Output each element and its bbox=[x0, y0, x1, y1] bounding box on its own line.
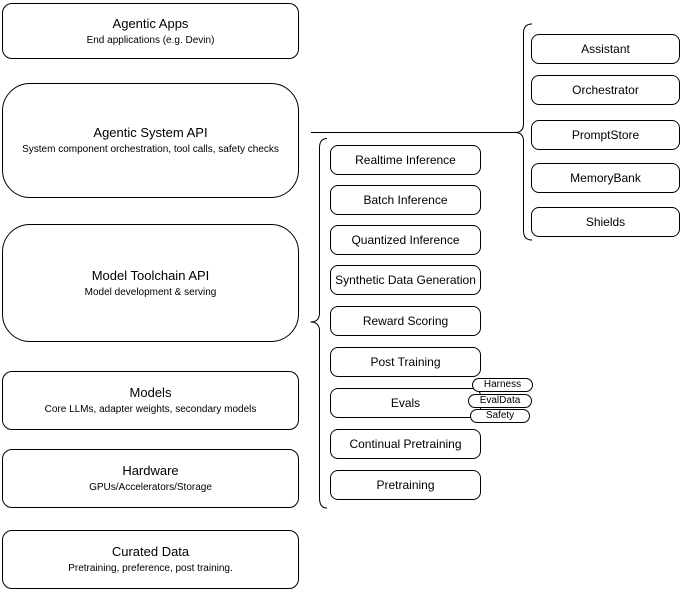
node-reward-scoring: Reward Scoring bbox=[330, 306, 481, 336]
layer-title: Models bbox=[129, 385, 172, 400]
layer-subtitle: GPUs/Accelerators/Storage bbox=[89, 482, 212, 493]
node-batch-inference: Batch Inference bbox=[330, 185, 481, 215]
node-memorybank: MemoryBank bbox=[531, 163, 680, 193]
layer-subtitle: Pretraining, preference, post training. bbox=[68, 563, 233, 574]
layer-title: Agentic System API bbox=[93, 125, 208, 140]
tag-harness: Harness bbox=[472, 378, 533, 392]
node-assistant: Assistant bbox=[531, 34, 680, 64]
tag-safety: Safety bbox=[470, 409, 530, 423]
node-post-training: Post Training bbox=[330, 347, 481, 377]
toolchain-brace bbox=[310, 138, 328, 509]
node-synthetic-data-generation: Synthetic Data Generation bbox=[330, 265, 481, 295]
layer-models: Models Core LLMs, adapter weights, secon… bbox=[2, 371, 299, 430]
layer-subtitle: Model development & serving bbox=[84, 286, 217, 298]
layer-agentic-system-api: Agentic System API System component orch… bbox=[2, 83, 299, 198]
node-realtime-inference: Realtime Inference bbox=[330, 145, 481, 175]
layer-model-toolchain-api: Model Toolchain API Model development & … bbox=[2, 224, 299, 342]
layer-curated-data: Curated Data Pretraining, preference, po… bbox=[2, 530, 299, 589]
layer-title: Model Toolchain API bbox=[91, 267, 210, 283]
layer-agentic-apps: Agentic Apps End applications (e.g. Devi… bbox=[2, 3, 299, 59]
node-quantized-inference: Quantized Inference bbox=[330, 225, 481, 255]
node-evals: Evals bbox=[330, 388, 481, 418]
layer-subtitle: System component orchestration, tool cal… bbox=[22, 144, 279, 155]
node-shields: Shields bbox=[531, 207, 680, 237]
layer-title: Curated Data bbox=[111, 544, 190, 559]
node-orchestrator: Orchestrator bbox=[531, 75, 680, 105]
layer-title: Agentic Apps bbox=[112, 15, 189, 31]
layer-title: Hardware bbox=[122, 463, 179, 478]
layer-subtitle: End applications (e.g. Devin) bbox=[86, 34, 215, 46]
layer-hardware: Hardware GPUs/Accelerators/Storage bbox=[2, 449, 299, 508]
node-promptstore: PromptStore bbox=[531, 120, 680, 150]
node-pretraining: Pretraining bbox=[330, 470, 481, 500]
tag-evaldata: EvalData bbox=[468, 394, 532, 408]
system-components-brace bbox=[514, 23, 533, 241]
node-continual-pretraining: Continual Pretraining bbox=[330, 429, 481, 459]
layer-subtitle: Core LLMs, adapter weights, secondary mo… bbox=[44, 404, 257, 415]
